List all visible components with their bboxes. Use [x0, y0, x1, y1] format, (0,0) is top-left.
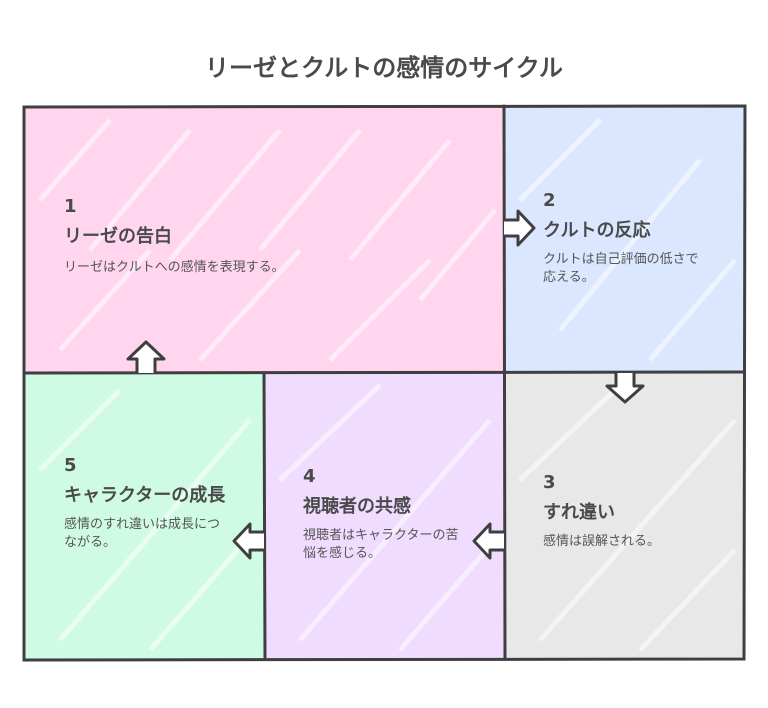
- step-5-heading: キャラクターの成長: [64, 485, 226, 506]
- cell-4-bg: [264, 373, 504, 659]
- step-1-heading: リーゼの告白: [64, 226, 172, 247]
- step-3: 3 すれ違い 感情は誤解される。: [543, 472, 723, 551]
- step-1-description: リーゼはクルトへの感情を表現する。: [64, 260, 285, 276]
- step-4-heading: 視聴者の共感: [303, 496, 411, 517]
- step-4-number: 4: [303, 466, 316, 487]
- cell-2-bg: [504, 107, 744, 373]
- step-3-description: 感情は誤解される。: [543, 534, 661, 550]
- step-3-number: 3: [543, 472, 556, 493]
- arrow-3-to-4: [472, 522, 504, 560]
- step-3-heading: すれ違い: [543, 502, 615, 523]
- step-5-number: 5: [64, 455, 77, 476]
- step-1: 1 リーゼの告白 リーゼはクルトへの感情を表現する。: [64, 196, 484, 277]
- arrow-5-to-1: [126, 340, 166, 373]
- step-2-description: クルトは自己評価の低さで応える。: [543, 252, 699, 285]
- step-2-heading: クルトの反応: [543, 220, 651, 241]
- step-5-description: 感情のすれ違いは成長につながる。: [64, 517, 221, 550]
- arrow-1-to-2: [504, 209, 536, 247]
- step-2: 2 クルトの反応 クルトは自己評価の低さで応える。: [543, 190, 703, 286]
- step-1-number: 1: [64, 196, 77, 217]
- step-4-description: 視聴者はキャラクターの苦悩を感じる。: [303, 528, 459, 561]
- step-5: 5 キャラクターの成長 感情のすれ違いは成長につながる。: [64, 455, 229, 551]
- arrow-2-to-3: [605, 373, 645, 404]
- step-2-number: 2: [543, 190, 556, 211]
- cell-5-bg: [24, 373, 264, 659]
- cell-3-bg: [504, 373, 744, 659]
- hatch-texture: [38, 118, 737, 652]
- step-4: 4 視聴者の共感 視聴者はキャラクターの苦悩を感じる。: [303, 466, 463, 562]
- arrow-4-to-5: [232, 522, 264, 560]
- diagram-title: リーゼとクルトの感情のサイクル: [204, 54, 564, 82]
